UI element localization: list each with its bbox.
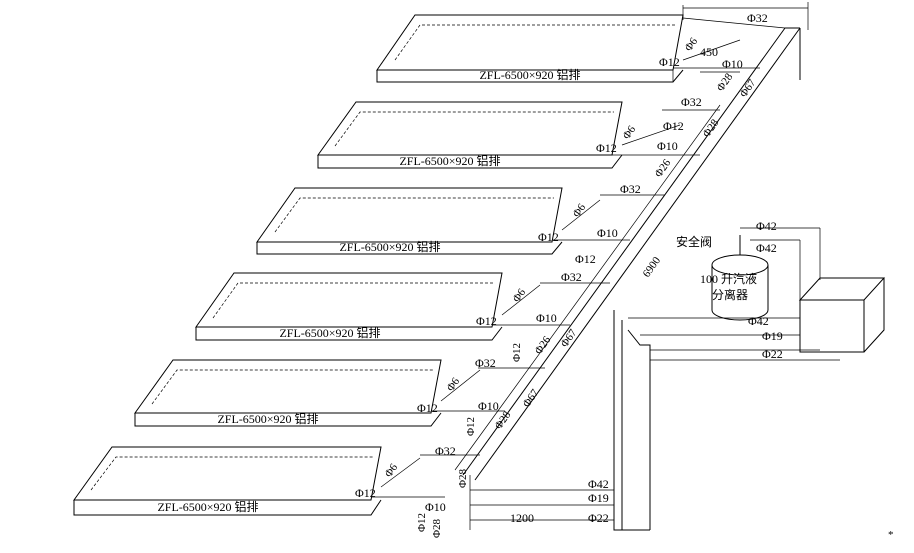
separator-label-1: 100 升汽液: [700, 271, 757, 286]
panel-3: ZFL-6500×920 铝排: [256, 187, 563, 255]
label-phi19-bottom: Φ19: [588, 491, 609, 505]
label-phi6-b1: Φ6: [683, 35, 701, 53]
main-riser: [454, 27, 801, 481]
label-phi32-b5: Φ32: [475, 356, 496, 370]
label-phi10-b3: Φ10: [597, 226, 618, 240]
label-phi42-bottom: Φ42: [588, 477, 609, 491]
label-phi42-sep-right: Φ42: [756, 241, 777, 255]
dim-450: 450: [700, 45, 718, 59]
panel-6: ZFL-6500×920 铝排: [73, 446, 382, 516]
panel-2: ZFL-6500×920 铝排: [317, 101, 623, 169]
label-phi67: Φ67: [738, 77, 759, 100]
horizontal-feed: Φ42 Φ19 Φ22: [628, 314, 840, 361]
label-phi12-b2: Φ12: [596, 141, 617, 155]
condensing-unit-box: [798, 277, 886, 353]
label-phi12-b3b: Φ12: [575, 252, 596, 266]
label-phi32-b3: Φ32: [620, 182, 641, 196]
label-phi6-b5: Φ6: [445, 375, 463, 393]
label-phi10-b2: Φ10: [657, 139, 678, 153]
corner-mark: *: [888, 529, 894, 541]
label-phi10-b5: Φ10: [478, 399, 499, 413]
label-phi28-b6v: Φ28: [431, 518, 443, 538]
label-phi12-b4: Φ12: [476, 314, 497, 328]
label-phi22-bottom: Φ22: [588, 511, 609, 525]
vertical-lines: Φ42 Φ19 Φ22 1200: [469, 310, 651, 531]
branch-5: Φ32 Φ12 Φ10 Φ6 Φ12 Φ28 Φ67: [417, 356, 545, 436]
safety-valve-label: 安全阀: [676, 234, 712, 249]
branch-6: Φ32 Φ12 Φ10 Φ6 Φ28 Φ12 Φ28: [355, 444, 480, 538]
label-phi10-b4: Φ10: [536, 311, 557, 325]
label-phi12-b6: Φ12: [355, 486, 376, 500]
label-phi6-b2: Φ6: [621, 123, 639, 141]
label-phi6-b4: Φ6: [511, 286, 529, 304]
label-phi12-b5v: Φ12: [465, 417, 477, 436]
panel-4: ZFL-6500×920 铝排: [195, 272, 503, 341]
panel-5: ZFL-6500×920 铝排: [134, 359, 442, 427]
label-phi12-b3: Φ12: [538, 230, 559, 244]
top-header: Φ32 450: [682, 2, 809, 59]
label-phi12-b2a: Φ12: [663, 119, 684, 133]
panel-5-label: ZFL-6500×920 铝排: [217, 411, 318, 426]
panel-6-label: ZFL-6500×920 铝排: [157, 499, 258, 514]
dim-1200: 1200: [510, 511, 534, 525]
label-phi12-b4v: Φ12: [511, 343, 523, 362]
label-phi12-b6v: Φ12: [416, 513, 428, 532]
label-phi12-b1: Φ12: [659, 55, 680, 69]
branch-2: Φ32 Φ12 Φ12 Φ10 Φ6 Φ26 Φ28: [596, 95, 722, 180]
separator-label-2: 分离器: [712, 287, 748, 302]
panel-2-label: ZFL-6500×920 铝排: [399, 153, 500, 168]
label-phi22-sep: Φ22: [762, 347, 783, 361]
panel-1: ZFL-6500×920 铝排: [376, 14, 684, 83]
panel-1-label: ZFL-6500×920 铝排: [479, 67, 580, 82]
label-phi32-b6: Φ32: [435, 444, 456, 458]
label-phi19-sep: Φ19: [762, 329, 783, 343]
branch-3: Φ32 Φ12 Φ10 Φ12 Φ6 6900: [538, 182, 665, 280]
label-phi10-b1: Φ10: [722, 57, 743, 71]
label-phi32-b2: Φ32: [681, 95, 702, 109]
label-phi10-b6: Φ10: [425, 500, 446, 514]
label-phi12-b5: Φ12: [417, 401, 438, 415]
panel-3-label: ZFL-6500×920 铝排: [339, 239, 440, 254]
label-phi32-top: Φ32: [747, 11, 768, 25]
label-phi42-sep: Φ42: [748, 314, 769, 328]
label-phi28-b6: Φ28: [457, 468, 469, 488]
label-phi6-b3: Φ6: [571, 201, 589, 219]
label-phi28-b1: Φ28: [715, 71, 736, 94]
label-phi42-sep-top: Φ42: [756, 219, 777, 233]
dim-6900: 6900: [641, 254, 664, 279]
label-phi26-b2: Φ26: [653, 157, 674, 180]
panel-4-label: ZFL-6500×920 铝排: [279, 325, 380, 340]
label-phi6-b6: Φ6: [383, 461, 401, 479]
label-phi32-b4: Φ32: [561, 270, 582, 284]
gas-liquid-separator: 安全阀 100 升汽液 分离器 Φ42 Φ42: [676, 219, 821, 321]
